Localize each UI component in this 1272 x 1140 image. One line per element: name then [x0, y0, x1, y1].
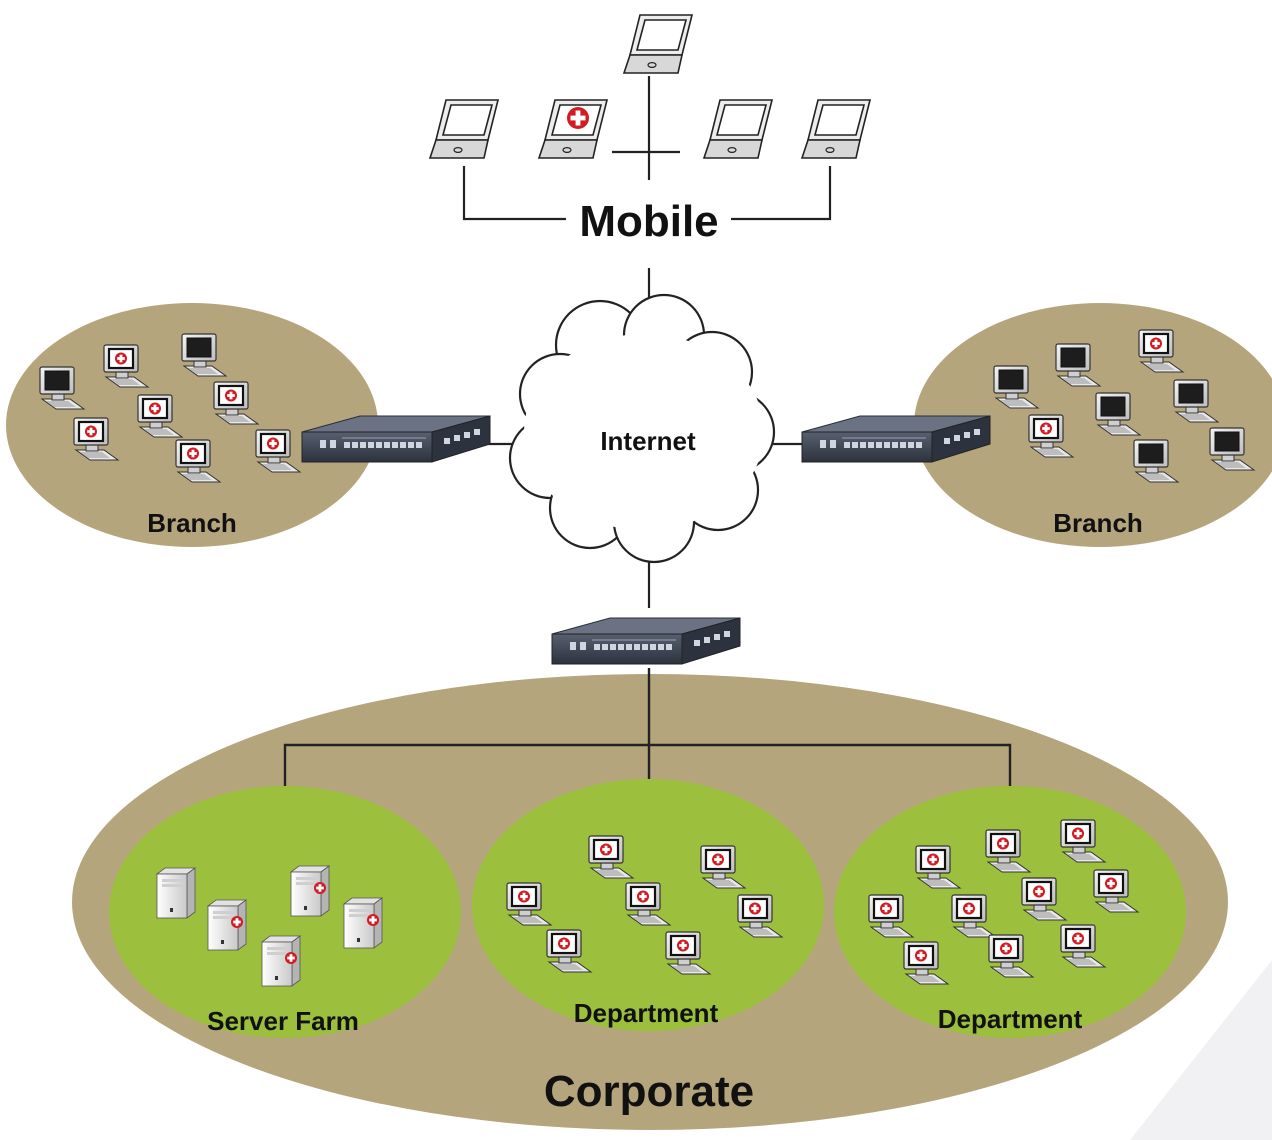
laptop-icon	[703, 99, 773, 159]
mobile-left-bracket	[462, 166, 566, 221]
laptop-icon-protected	[538, 99, 608, 159]
server-farm-zone	[109, 786, 461, 1038]
department-middle-label: Department	[574, 998, 719, 1028]
laptop-icon	[801, 99, 871, 159]
router-device-icon	[551, 617, 741, 665]
mobile-right-bracket	[731, 166, 832, 221]
branch-left-group: Branch	[6, 303, 378, 547]
corporate-label: Corporate	[544, 1067, 754, 1116]
internet-label: Internet	[600, 426, 696, 456]
internet-cloud: Internet	[508, 293, 776, 564]
server-icon-protected	[290, 865, 330, 917]
mobile-label: Mobile	[579, 197, 718, 246]
server-icon	[156, 867, 196, 919]
server-icon-protected	[261, 935, 301, 987]
decorative-swoosh	[1130, 960, 1272, 1140]
server-farm-label: Server Farm	[207, 1006, 359, 1036]
branch-left-label: Branch	[147, 508, 237, 538]
laptop-icon	[623, 14, 693, 74]
server-icon-protected	[207, 899, 247, 951]
mobile-group: Mobile	[429, 14, 871, 318]
laptop-icon	[429, 99, 499, 159]
branch-right-label: Branch	[1053, 508, 1143, 538]
corporate-bus-link	[283, 743, 1012, 808]
branch-right-group: Branch	[914, 303, 1272, 547]
server-icon-protected	[343, 897, 383, 949]
department-right-label: Department	[938, 1004, 1083, 1034]
branch-left-area	[6, 303, 378, 547]
corporate-group: Server Farm Department Department Corpor…	[72, 668, 1228, 1130]
branch-right-area	[914, 303, 1272, 547]
